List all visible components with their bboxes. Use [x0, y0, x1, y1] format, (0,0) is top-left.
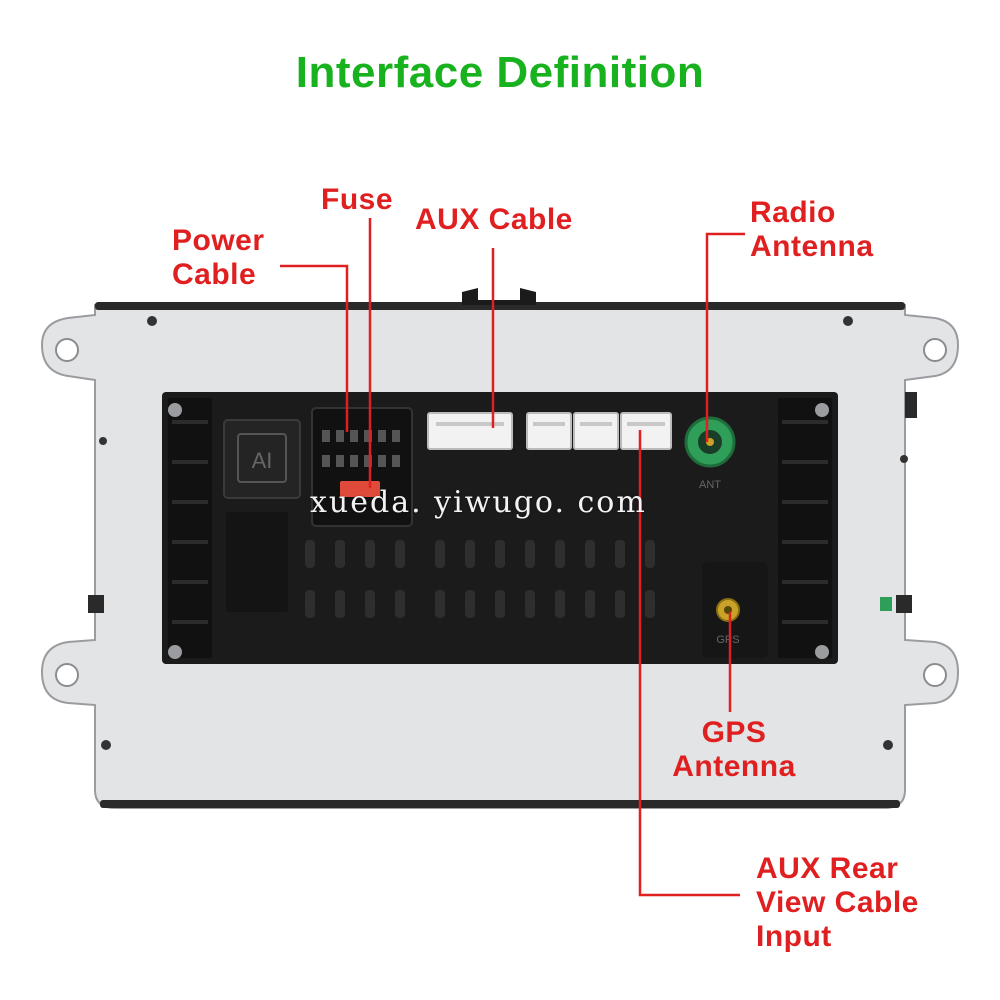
- label-radio-antenna-line-1: Radio: [750, 196, 836, 229]
- callout-lines: [280, 218, 745, 897]
- side-clip-right: [896, 595, 912, 613]
- bracket-screw: [147, 316, 157, 326]
- left-fin-slots: [172, 420, 208, 624]
- label-aux-rear-view-line-2: View Cable: [756, 886, 919, 919]
- aux-connector-3: [573, 412, 619, 450]
- power-connector-pins: [322, 430, 400, 467]
- label-gps-antenna: GPS Antenna: [666, 716, 802, 784]
- side-tab-right: [905, 392, 917, 418]
- label-aux-rear-view-line-3: Input: [756, 920, 832, 953]
- side-clip-right-green: [880, 597, 892, 611]
- label-fuse-line: Fuse: [321, 183, 394, 216]
- label-radio-antenna: Radio Antenna: [750, 196, 874, 264]
- label-aux-cable: AUX Cable: [415, 203, 573, 237]
- bracket-screw: [99, 437, 107, 445]
- label-aux-rear-view: AUX Rear View Cable Input: [756, 852, 919, 954]
- callout-radio-antenna: [705, 232, 745, 442]
- mount-hole-bottom-right: [923, 663, 947, 687]
- label-power-cable-line-1: Power: [172, 224, 265, 257]
- label-gps-antenna-line-1: GPS: [701, 716, 767, 749]
- label-power-cable-line-2: Cable: [172, 258, 257, 291]
- watermark-text: xueda. yiwugo. com: [310, 485, 647, 520]
- label-aux-rear-view-line-1: AUX Rear: [756, 852, 899, 885]
- mount-hole-bottom-left: [55, 663, 79, 687]
- right-fin-slots: [782, 420, 828, 624]
- aux-connector-2: [526, 412, 572, 450]
- bracket-screw: [900, 455, 908, 463]
- label-fuse: Fuse: [321, 183, 393, 217]
- mount-hole-top-right: [923, 338, 947, 362]
- housing-screw: [168, 645, 182, 659]
- page-title: Interface Definition: [295, 48, 705, 97]
- bracket-screw: [883, 740, 893, 750]
- aux-rear-view-connector: [620, 412, 672, 450]
- ai-logo-block: [223, 419, 301, 499]
- bracket-screw: [843, 316, 853, 326]
- ai-logo-text: AI: [252, 448, 273, 473]
- bracket-top-edge: [95, 302, 905, 310]
- bracket-screw: [101, 740, 111, 750]
- housing-screw: [168, 403, 182, 417]
- bracket-bottom-edge: [100, 800, 900, 808]
- right-fin: [778, 398, 832, 658]
- top-clip: [462, 288, 536, 305]
- vent-slots: [305, 540, 655, 618]
- label-gps-antenna-line-2: Antenna: [672, 750, 796, 783]
- aux-cable-connector: [427, 412, 513, 450]
- label-radio-antenna-line-2: Antenna: [750, 230, 874, 263]
- callout-aux-rear-view: [638, 430, 740, 897]
- housing-screw: [815, 403, 829, 417]
- side-clip-left: [88, 595, 104, 613]
- label-power-cable: Power Cable: [172, 224, 265, 292]
- callout-power-cable: [280, 264, 349, 432]
- mount-hole-top-left: [55, 338, 79, 362]
- left-fin: [168, 398, 212, 658]
- ant-marking: ANT: [699, 479, 721, 491]
- gps-marking: GPS: [716, 634, 739, 646]
- housing-screw: [815, 645, 829, 659]
- label-aux-cable-line: AUX Cable: [415, 203, 573, 236]
- chip-block: [226, 512, 288, 612]
